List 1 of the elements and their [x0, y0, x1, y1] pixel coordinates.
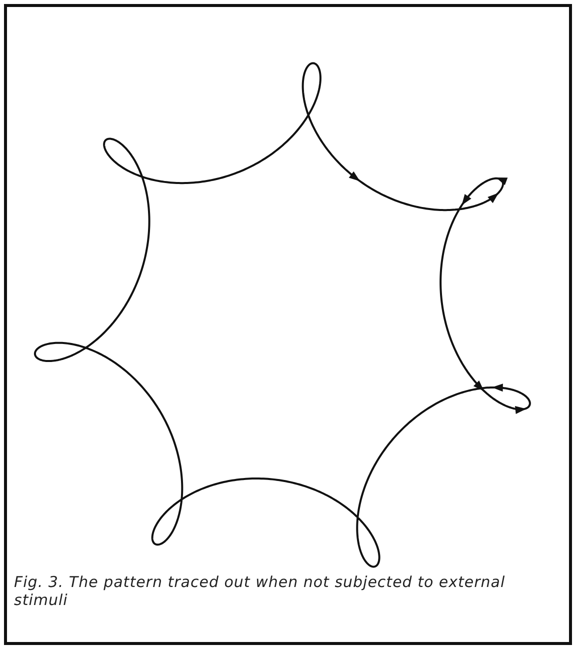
- figure-caption: Fig. 3. The pattern traced out when not subjected to external stimuli: [14, 573, 506, 609]
